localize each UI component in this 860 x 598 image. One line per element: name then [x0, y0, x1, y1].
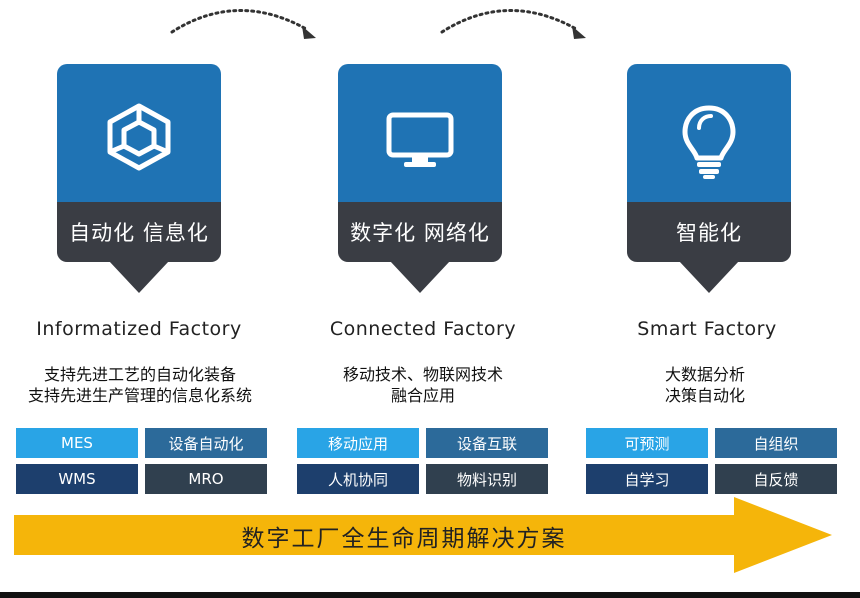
stage-card-smart: 智能化 [627, 64, 791, 293]
stage-card-connected: 数字化 网络化 [338, 64, 502, 293]
card-icon-panel [57, 64, 221, 202]
banner-text: 数字工厂全生命周期解决方案 [241, 526, 567, 552]
card-pointer [390, 261, 450, 293]
monitor-icon [386, 112, 454, 167]
stage-desc-connected: 移动技术、物联网技术 融合应用 [298, 364, 548, 406]
card-label-panel: 数字化 网络化 [338, 202, 502, 293]
stage-desc-informatized: 支持先进工艺的自动化装备 支持先进生产管理的信息化系统 [0, 364, 280, 406]
tile-predictable: 可预测 [586, 428, 708, 458]
desc-line: 支持先进工艺的自动化装备 [43, 365, 236, 384]
card-icon-panel [338, 64, 502, 202]
tile-mes: MES [16, 428, 138, 458]
tile-device-interconnect: 设备互联 [426, 428, 548, 458]
desc-line: 移动技术、物联网技术 [342, 365, 503, 384]
stage-title-smart: Smart Factory [637, 318, 777, 340]
stage-desc-smart: 大数据分析 决策自动化 [590, 364, 820, 406]
bottom-rule [0, 592, 860, 598]
tile-device-automation: 设备自动化 [145, 428, 267, 458]
card-label-panel: 智能化 [627, 202, 791, 293]
tile-mro: MRO [145, 464, 267, 494]
tile-human-machine: 人机协同 [297, 464, 419, 494]
desc-line: 大数据分析 [664, 365, 745, 384]
tile-self-feedback: 自反馈 [715, 464, 837, 494]
tile-self-learning: 自学习 [586, 464, 708, 494]
tile-material-id: 物料识别 [426, 464, 548, 494]
card-pointer [109, 261, 169, 293]
card-label-panel: 自动化 信息化 [57, 202, 221, 293]
stage-label: 智能化 [676, 221, 742, 245]
card-icon-panel [627, 64, 791, 202]
stage-title-connected: Connected Factory [329, 318, 517, 340]
lightbulb-icon [682, 105, 736, 179]
tile-wms: WMS [16, 464, 138, 494]
desc-line: 决策自动化 [664, 386, 745, 405]
dotted-arrow-1 [170, 9, 316, 39]
stage-card-informatized: 自动化 信息化 [57, 64, 221, 293]
stage-title-informatized: Informatized Factory [36, 318, 242, 340]
timeline-arrow [14, 497, 832, 573]
desc-line: 融合应用 [390, 386, 455, 405]
stage-label: 数字化 网络化 [350, 221, 490, 245]
dotted-arrow-2 [440, 9, 586, 39]
stage-label: 自动化 信息化 [69, 221, 209, 245]
desc-line: 支持先进生产管理的信息化系统 [27, 386, 252, 405]
card-pointer [679, 261, 739, 293]
tile-self-organizing: 自组织 [715, 428, 837, 458]
tile-mobile-app: 移动应用 [297, 428, 419, 458]
cube-icon [107, 103, 171, 171]
